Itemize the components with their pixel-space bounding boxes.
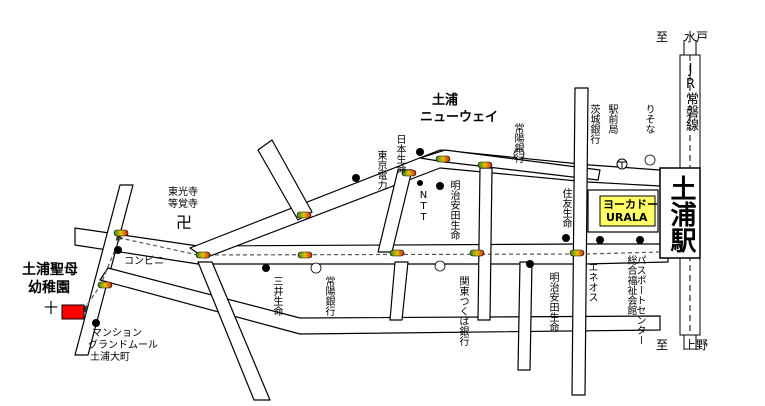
eneos-label: エネオス — [586, 262, 597, 302]
bank-icon — [310, 262, 322, 274]
kindergarten-marker — [61, 304, 85, 320]
store-line1: ヨーカドー — [603, 198, 658, 211]
traffic-signal — [569, 249, 585, 257]
tokyo-electric-label: 東京電力 — [375, 150, 386, 190]
joyo-south-label: 常陽銀行 — [323, 276, 334, 316]
vertical-480-road — [477, 167, 493, 321]
store-label-box — [599, 195, 656, 227]
traffic-signal — [401, 169, 417, 177]
north-prefix: 至 — [656, 30, 669, 44]
station-box — [659, 167, 701, 259]
traffic-signal — [97, 281, 113, 289]
kanto-tsukuba-label: 関東つくば銀行 — [457, 276, 468, 346]
passport-label: パスポートセンター — [634, 255, 645, 345]
newway-line2: ニューウェイ — [420, 110, 499, 125]
dot-tokyo-electric — [352, 174, 360, 182]
joyo-north-label: 常陽銀行 — [512, 123, 523, 163]
roads — [74, 87, 669, 401]
meiji-south-label: 明治安田生命 — [547, 272, 558, 332]
traffic-signals — [97, 155, 585, 289]
traffic-signal — [389, 249, 405, 257]
mansion-line3: 土浦大町 — [90, 352, 130, 363]
station-vertical-road — [571, 87, 589, 396]
resona-label: りそな — [643, 104, 654, 134]
south-400-road — [389, 261, 409, 321]
mitsui-label: 三井生命 — [271, 276, 282, 316]
post-office-label: 駅前局 — [606, 104, 617, 134]
newway-line1: 土浦 — [432, 93, 459, 108]
temple-icon: 卍 — [176, 213, 193, 232]
bank-icon — [434, 260, 446, 272]
jr-line-name: JR常磐線 — [683, 62, 698, 131]
traffic-signal — [296, 211, 312, 219]
temple-name2: 等覚寺 — [168, 199, 198, 210]
kindergarten-cross-icon: 十 — [44, 301, 58, 317]
bank-icons — [310, 148, 656, 274]
traffic-signal — [195, 251, 211, 259]
left-vertical-road — [74, 184, 134, 356]
bank-icon — [644, 154, 656, 166]
post-office-icon — [616, 158, 628, 170]
dot-sumitomo — [562, 234, 570, 242]
mansion-line1: マンション — [92, 328, 142, 339]
traffic-signal — [297, 251, 313, 259]
bank-icon — [513, 148, 525, 160]
south-prefix: 至 — [656, 338, 669, 352]
temple-name1: 東光寺 — [168, 187, 198, 198]
store-line2: URALA — [606, 211, 648, 224]
traffic-signal — [435, 155, 451, 163]
station-name: 土浦駅 — [666, 175, 696, 253]
dot-mansion — [92, 319, 100, 327]
traffic-signal — [113, 229, 129, 237]
dot-convenience — [114, 246, 122, 254]
traffic-signal — [469, 249, 485, 257]
ntt-label: NTT — [418, 190, 429, 223]
convenience-label: コンビニ — [124, 256, 164, 267]
nihon-seimei-label: 日本生命 — [394, 134, 405, 174]
kindergarten-line2: 幼稚園 — [28, 280, 70, 296]
mansion-line2: グランドムール — [88, 340, 158, 351]
north-destination: 水戸 — [684, 30, 709, 44]
dot-sougou — [596, 236, 604, 244]
dot-meiji-south — [526, 260, 534, 268]
sumitomo-label: 住友生命 — [560, 188, 571, 228]
landmark-dots — [92, 148, 644, 327]
south-525-road — [517, 261, 533, 371]
south-destination: 上野 — [684, 338, 709, 352]
dot-ntt — [417, 180, 423, 186]
dot-passport — [636, 236, 644, 244]
traffic-signal — [477, 161, 493, 169]
sougou-label: 総合福祉会館 — [625, 255, 636, 315]
dot-nihon-seimei — [416, 148, 424, 156]
south-road — [197, 261, 271, 401]
ibaraki-bank-label: 茨城銀行 — [588, 104, 599, 144]
meiji-north-label: 明治安田生命 — [448, 180, 459, 240]
dot-meiji-north — [436, 182, 444, 190]
dot-mitsui — [262, 264, 270, 272]
nw-road — [257, 139, 313, 221]
kindergarten-line1: 土浦聖母 — [22, 262, 78, 278]
